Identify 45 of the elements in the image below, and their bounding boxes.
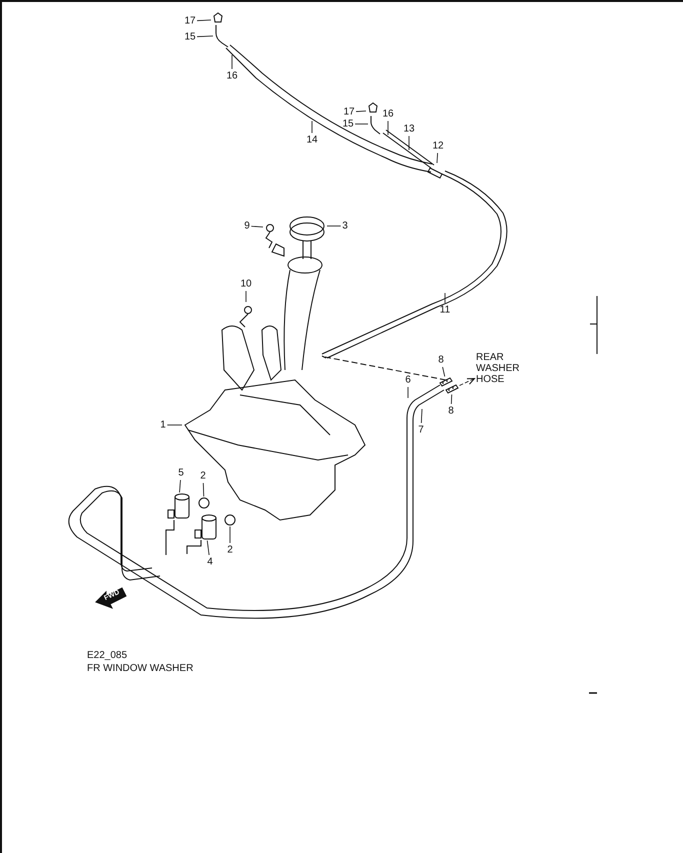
arrow xyxy=(459,378,475,386)
callout-number: 5 xyxy=(178,468,184,478)
callout-number: 11 xyxy=(440,304,450,316)
leader-line xyxy=(420,408,422,424)
callout-number: 4 xyxy=(207,556,213,568)
leader-line xyxy=(250,226,264,228)
hose-fitting-drawing xyxy=(446,384,459,394)
leader-line xyxy=(179,480,181,493)
figure-title: FR WINDOW WASHER xyxy=(87,663,194,674)
callout-number: 9 xyxy=(244,220,250,232)
leader-line xyxy=(166,424,182,426)
leader-line xyxy=(196,20,212,22)
leader-line xyxy=(408,136,410,150)
callout-number: 13 xyxy=(403,124,415,134)
callout-number: 12 xyxy=(432,140,444,152)
callout-number: 17 xyxy=(184,16,196,26)
callout-number: 2 xyxy=(200,470,206,482)
pump-drawing xyxy=(194,514,216,540)
callout-number: 7 xyxy=(418,424,424,436)
leader-line xyxy=(356,110,366,112)
leader-line xyxy=(450,394,452,404)
leader-line xyxy=(196,36,214,38)
grommet-ring xyxy=(224,514,236,526)
callout-number: 8 xyxy=(448,406,454,416)
leader-line xyxy=(436,152,438,164)
callout-number: 15 xyxy=(342,118,354,130)
callout-number: 6 xyxy=(405,374,411,386)
grommet-ring xyxy=(198,498,210,508)
callout-number: 2 xyxy=(227,544,233,556)
callout-number: 8 xyxy=(438,354,444,366)
hose-fitting-drawing xyxy=(440,377,453,386)
callout-number: 15 xyxy=(184,32,196,42)
callout-number: 10 xyxy=(240,278,252,290)
leader-line xyxy=(444,292,446,304)
leader-line xyxy=(202,482,204,497)
callout-number: 1 xyxy=(160,420,166,430)
callout-number: 16 xyxy=(226,70,238,82)
callout-number: 17 xyxy=(343,106,355,118)
callout-number: 16 xyxy=(382,108,394,120)
callout-number: 3 xyxy=(342,220,348,232)
callout-number: 14 xyxy=(306,134,318,146)
figure-code: E22_085 xyxy=(87,650,128,661)
leader-line xyxy=(206,540,210,556)
leader-line xyxy=(442,366,446,377)
pump-drawing xyxy=(168,494,190,518)
